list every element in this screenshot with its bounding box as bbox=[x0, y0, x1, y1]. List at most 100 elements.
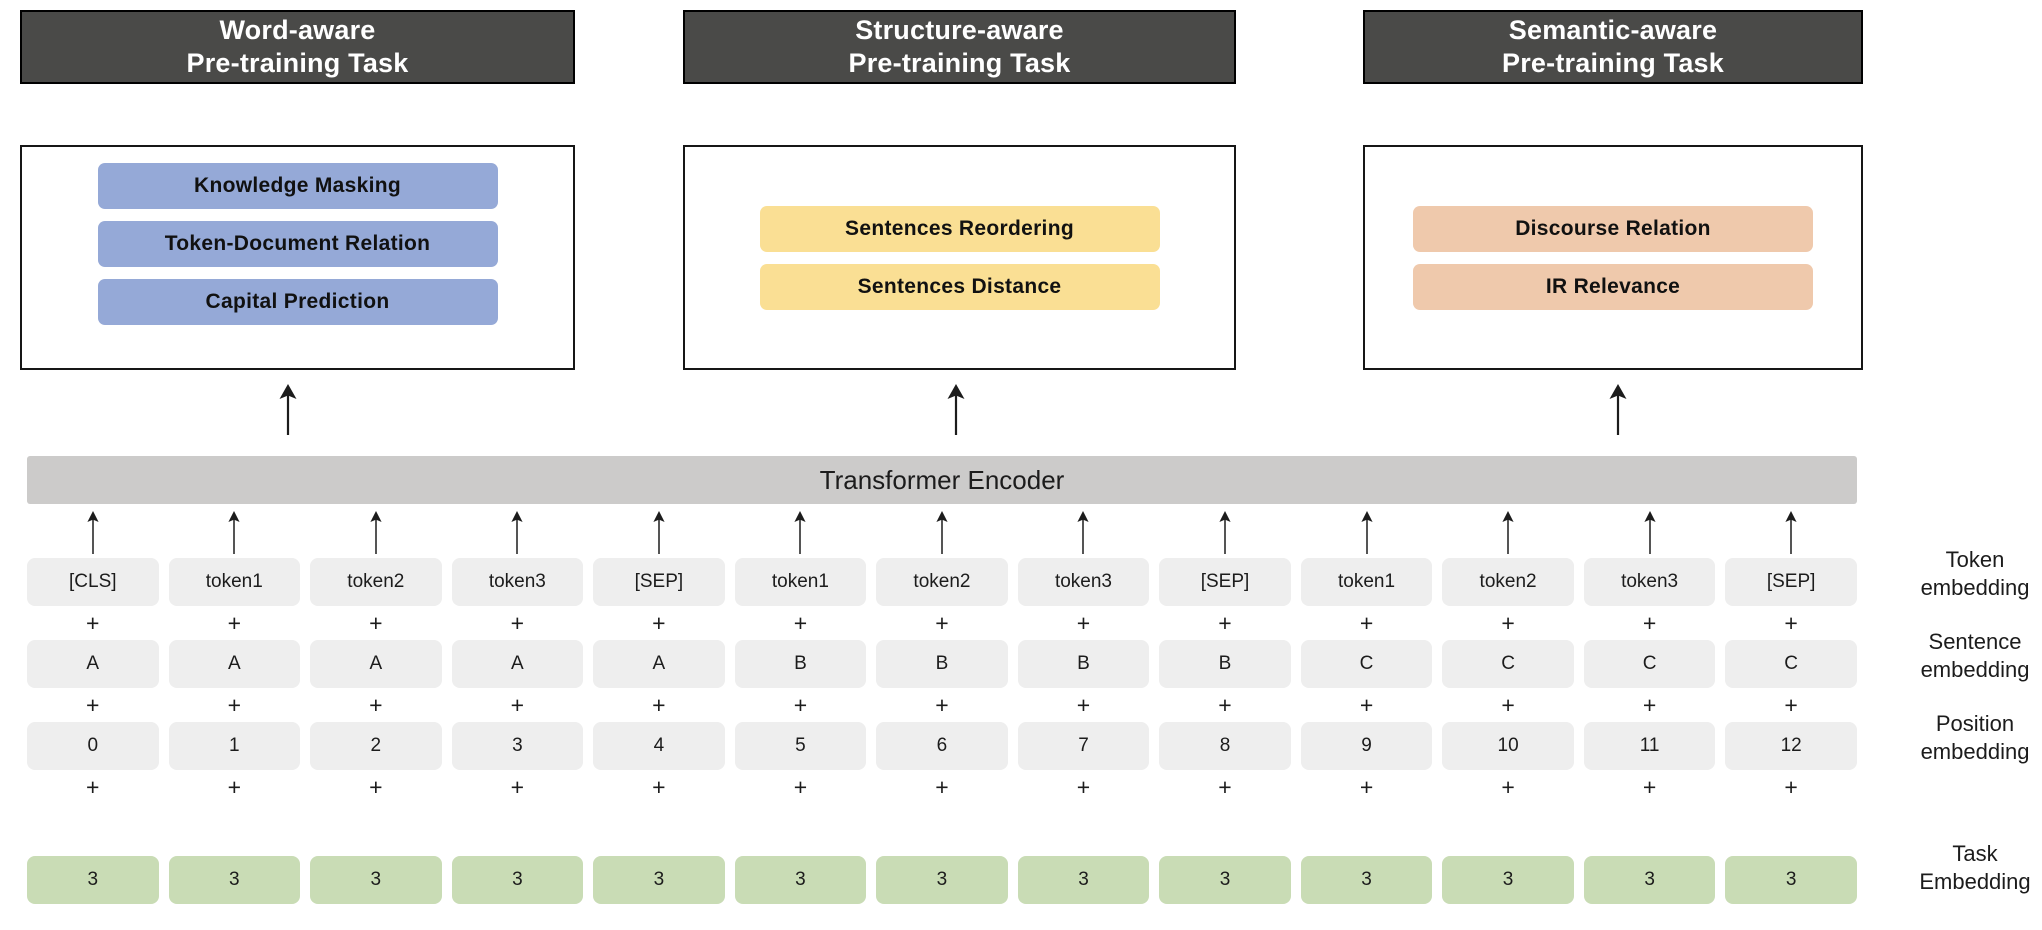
sentence-embedding-cell: B bbox=[1159, 640, 1291, 688]
task-embedding-cell: 3 bbox=[27, 856, 159, 904]
plus-symbol: + bbox=[1501, 609, 1515, 636]
task-item-sentences-distance[interactable]: Sentences Distance bbox=[759, 263, 1160, 310]
task-item-label: Sentences Reordering bbox=[845, 216, 1074, 240]
token-up-arrow-icon bbox=[1018, 508, 1150, 554]
plus-symbol: + bbox=[86, 691, 100, 718]
token-embedding-cell: token2 bbox=[876, 558, 1008, 606]
task-item-capital-prediction[interactable]: Capital Prediction bbox=[97, 279, 498, 325]
plus-symbol: + bbox=[652, 609, 666, 636]
plus-symbol: + bbox=[935, 773, 949, 800]
row-label-token-embedding: Token embedding bbox=[1880, 546, 2042, 602]
token-embedding-cell: [SEP] bbox=[593, 558, 725, 606]
sentence-embedding-cell: A bbox=[27, 640, 159, 688]
task-item-label: Token-Document Relation bbox=[164, 232, 431, 255]
position-embedding-cell: 7 bbox=[1017, 722, 1150, 770]
task-item-sentences-reordering[interactable]: Sentences Reordering bbox=[759, 205, 1160, 252]
task-item-label: Capital Prediction bbox=[205, 290, 390, 313]
task-item-knowledge-masking[interactable]: Knowledge Masking bbox=[97, 163, 498, 209]
row-label-sentence-embedding: Sentence embedding bbox=[1880, 628, 2042, 684]
plus-symbol: + bbox=[793, 691, 808, 718]
row-label-position-embedding: Position embedding bbox=[1880, 710, 2042, 766]
token-up-arrow-icon bbox=[1159, 508, 1291, 554]
sentence-embedding-cell: C bbox=[1442, 640, 1574, 688]
plus-symbol: + bbox=[793, 609, 808, 636]
row-label-line2: embedding bbox=[1920, 575, 2030, 601]
sentence-embedding-cell: B bbox=[734, 640, 867, 688]
plus-symbol: + bbox=[1218, 773, 1232, 800]
sentence-embedding-cell: C bbox=[1725, 640, 1857, 688]
position-embedding-cell: 3 bbox=[451, 722, 584, 770]
token-embedding-cell: token1 bbox=[168, 558, 301, 606]
token-embedding-cell: [SEP] bbox=[1159, 558, 1291, 606]
transformer-encoder-bar: Transformer Encoder bbox=[27, 456, 1857, 504]
plus-symbol: + bbox=[1359, 691, 1374, 718]
token-embedding-cell: token2 bbox=[310, 558, 442, 606]
task-item-ir-relevance[interactable]: IR Relevance bbox=[1413, 263, 1813, 310]
task-item-token-document-relation[interactable]: Token-Document Relation bbox=[97, 221, 498, 267]
token-embedding-cell: token2 bbox=[1442, 558, 1574, 606]
task-item-label: Sentences Distance bbox=[857, 274, 1062, 298]
plus-symbol: + bbox=[1218, 691, 1232, 718]
task-header-line2: Pre-training Task bbox=[186, 48, 409, 78]
plus-symbol: + bbox=[510, 773, 525, 800]
task-item-label: IR Relevance bbox=[1545, 274, 1681, 298]
arrow-to-structure-aware-task bbox=[943, 383, 969, 435]
sentence-embedding-cell: C bbox=[1300, 640, 1433, 688]
plus-symbol: + bbox=[652, 691, 666, 718]
task-header-line2: Pre-training Task bbox=[1502, 48, 1724, 78]
arrow-to-semantic-aware-task bbox=[1605, 383, 1631, 435]
task-embedding-cell: 3 bbox=[593, 856, 725, 904]
plus-symbol: + bbox=[1076, 691, 1091, 718]
sentence-embedding-cell: A bbox=[451, 640, 584, 688]
task-header-semantic-aware: Semantic-aware Pre-training Task bbox=[1363, 10, 1863, 84]
plus-symbol: + bbox=[793, 773, 808, 800]
task-embedding-cell: 3 bbox=[1583, 856, 1716, 904]
plus-symbol: + bbox=[1642, 773, 1657, 800]
row-label-line2: embedding bbox=[1920, 739, 2030, 765]
task-item-label: Knowledge Masking bbox=[194, 174, 401, 197]
row-label-task-embedding: Task Embedding bbox=[1880, 840, 2042, 896]
plus-symbol: + bbox=[652, 773, 666, 800]
plus-symbol: + bbox=[510, 609, 525, 636]
plus-symbol: + bbox=[1784, 691, 1798, 718]
plus-symbol: + bbox=[1359, 773, 1374, 800]
plus-symbol: + bbox=[369, 691, 383, 718]
position-embedding-cell: 6 bbox=[876, 722, 1008, 770]
transformer-encoder-label: Transformer Encoder bbox=[819, 464, 1065, 495]
plus-symbol: + bbox=[1076, 773, 1091, 800]
task-embedding-cell: 3 bbox=[1017, 856, 1150, 904]
task-panel-structure-aware: Sentences Reordering Sentences Distance bbox=[683, 145, 1236, 370]
token-embedding-cell: token3 bbox=[1583, 558, 1716, 606]
plus-symbol: + bbox=[1501, 691, 1515, 718]
sentence-embedding-cell: A bbox=[168, 640, 301, 688]
plus-symbol: + bbox=[227, 691, 242, 718]
token-embedding-cell: token1 bbox=[734, 558, 867, 606]
token-embedding-cell: [SEP] bbox=[1725, 558, 1857, 606]
plus-symbol: + bbox=[1784, 773, 1798, 800]
row-label-line2: Embedding bbox=[1919, 869, 2031, 895]
task-panel-word-aware: Knowledge Masking Token-Document Relatio… bbox=[20, 145, 575, 370]
position-embedding-cell: 9 bbox=[1300, 722, 1433, 770]
plus-row-2: +++++++++++++ bbox=[27, 688, 1857, 722]
task-embedding-cell: 3 bbox=[734, 856, 867, 904]
plus-symbol: + bbox=[227, 773, 242, 800]
token-up-arrow-icon bbox=[452, 508, 584, 554]
task-header-line1: Semantic-aware bbox=[1508, 15, 1718, 46]
token-up-arrow-icon bbox=[169, 508, 301, 554]
task-header-line1: Structure-aware bbox=[855, 15, 1064, 46]
row-label-line2: embedding bbox=[1920, 657, 2030, 683]
task-item-discourse-relation[interactable]: Discourse Relation bbox=[1413, 205, 1813, 252]
plus-row-1: +++++++++++++ bbox=[27, 606, 1857, 640]
position-embedding-cell: 11 bbox=[1583, 722, 1716, 770]
task-embedding-cell: 3 bbox=[1725, 856, 1857, 904]
task-embedding-cell: 3 bbox=[1300, 856, 1433, 904]
token-up-arrow-icon bbox=[1442, 508, 1574, 554]
task-embedding-cell: 3 bbox=[451, 856, 584, 904]
position-embedding-cell: 0 bbox=[27, 722, 159, 770]
position-embedding-cell: 4 bbox=[593, 722, 725, 770]
row-label-line1: Sentence bbox=[1928, 629, 2022, 654]
task-embedding-cell: 3 bbox=[168, 856, 301, 904]
